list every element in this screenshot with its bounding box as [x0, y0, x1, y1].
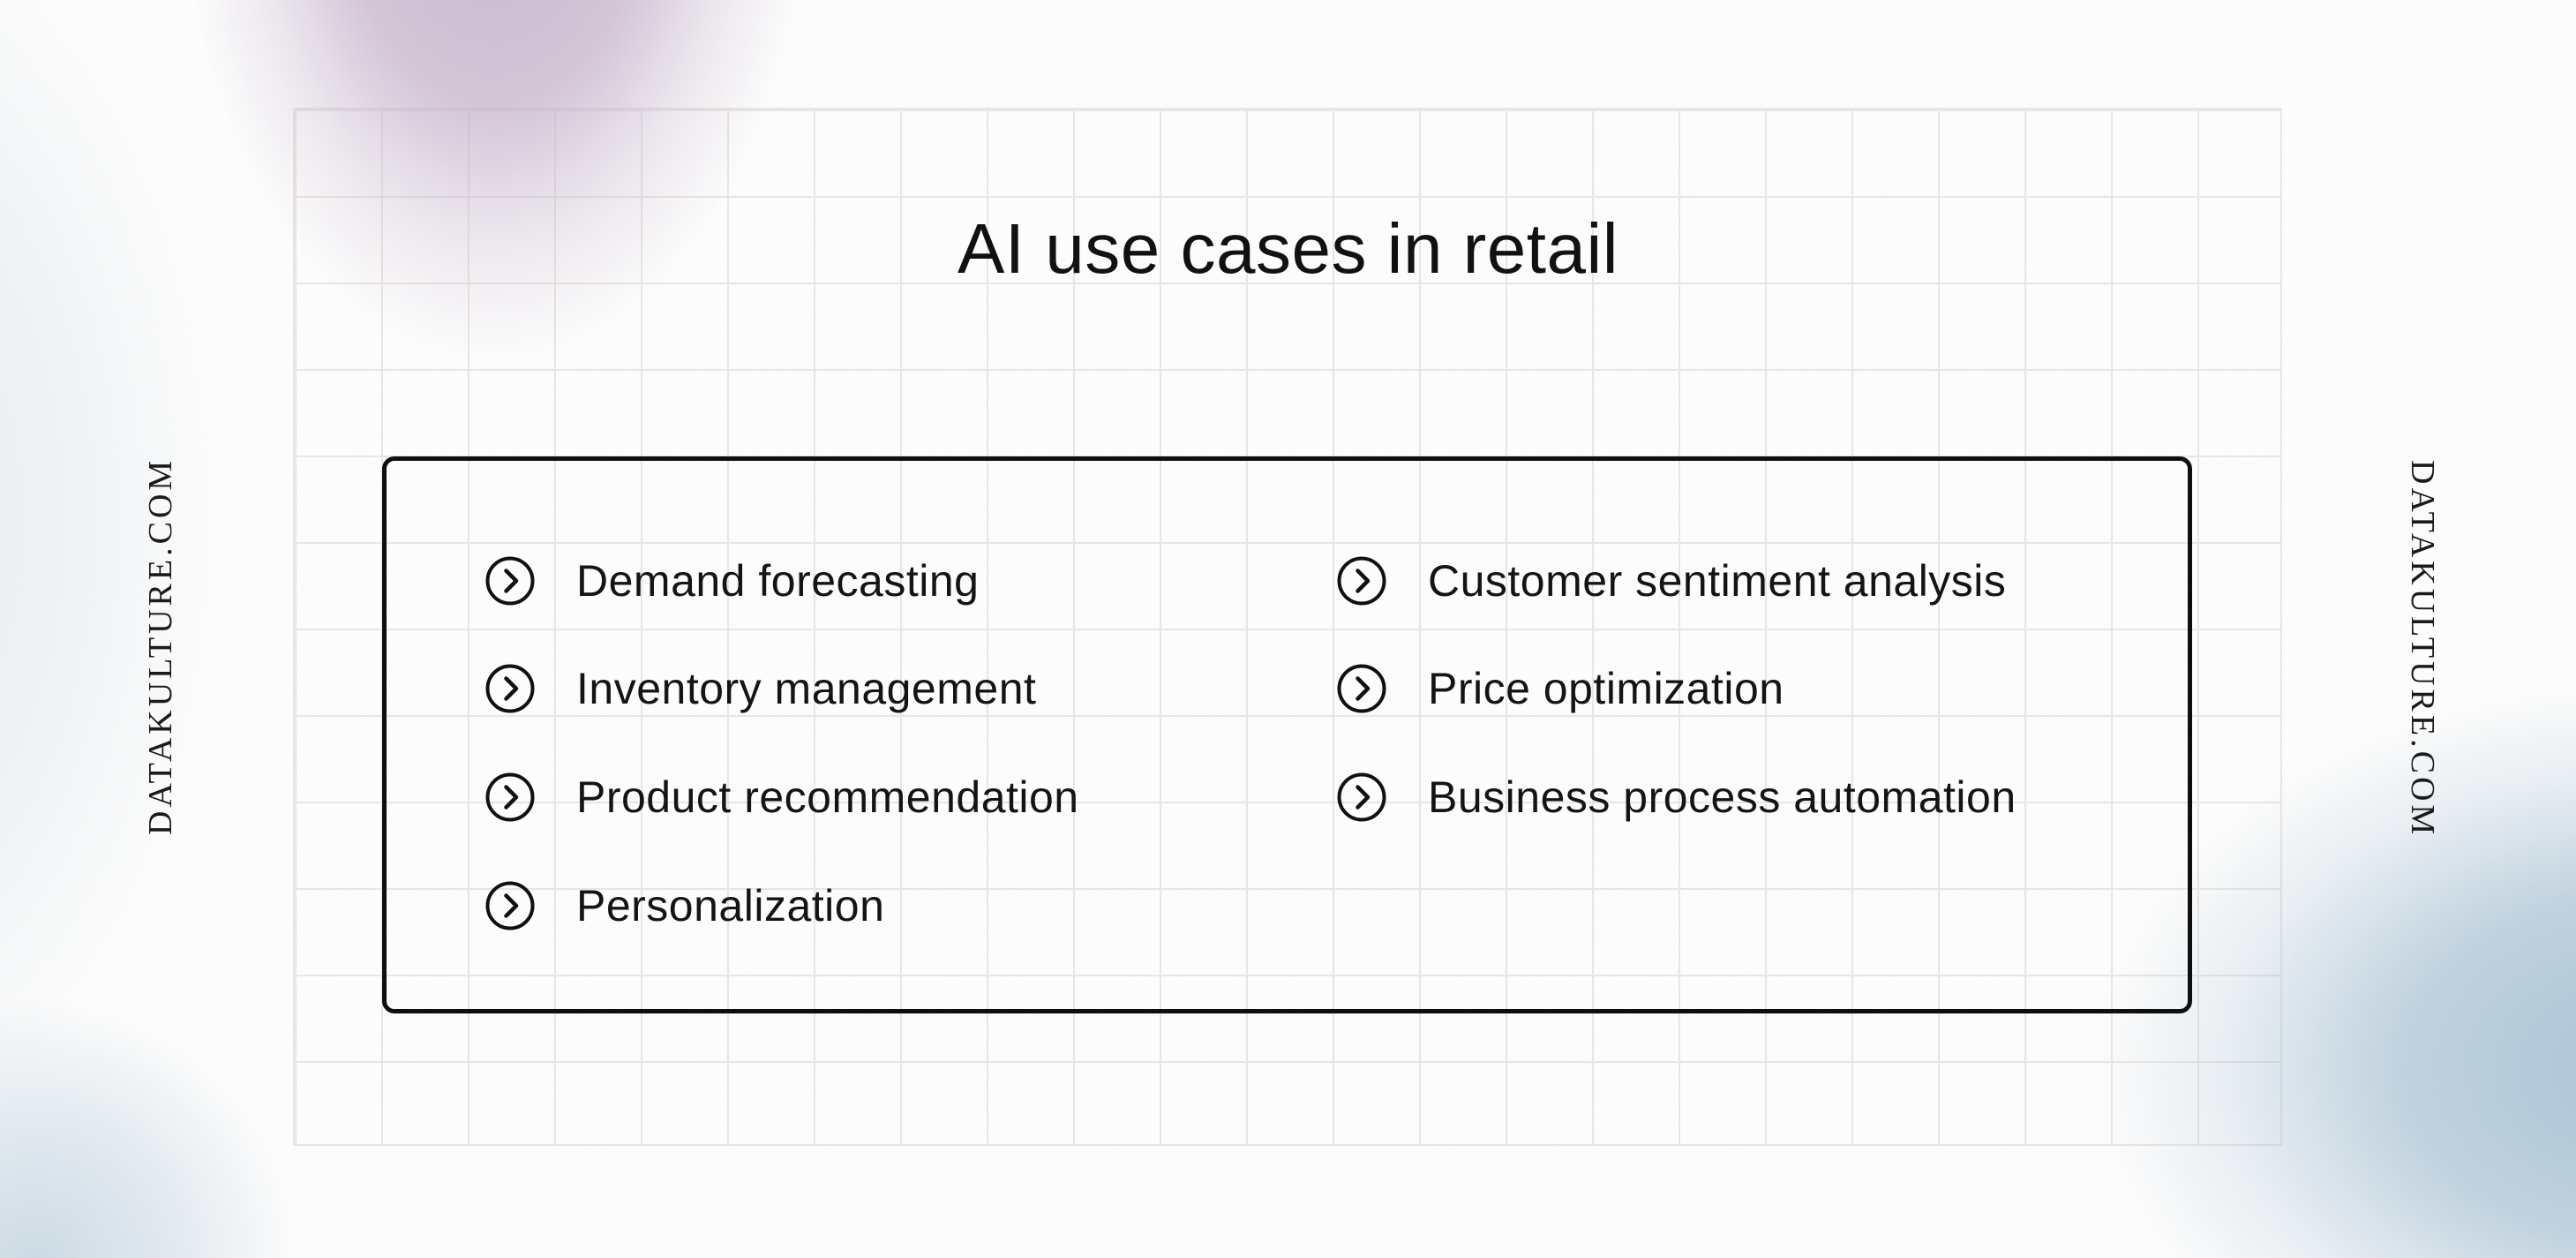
- use-case-label: Product recommendation: [576, 772, 1079, 822]
- use-case-item: Price optimization: [1337, 661, 1784, 716]
- use-case-item: Business process automation: [1337, 770, 2016, 825]
- chevron-right-circle-icon: [485, 772, 535, 822]
- chevron-right-circle-icon: [485, 556, 535, 606]
- left-edge-tint: [0, 0, 229, 1165]
- use-case-label: Customer sentiment analysis: [1428, 556, 2007, 606]
- watermark-right: DATAKULTURE.COM: [2404, 459, 2441, 839]
- use-case-label: Demand forecasting: [576, 556, 980, 606]
- chevron-right-circle-icon: [1337, 772, 1386, 822]
- bottom-left-blue-blob: [0, 998, 300, 1258]
- use-case-item: Inventory management: [485, 661, 1036, 716]
- chevron-right-circle-icon: [1337, 664, 1386, 713]
- watermark-left: DATAKULTURE.COM: [142, 456, 179, 836]
- use-case-label: Business process automation: [1428, 772, 2016, 822]
- use-case-label: Price optimization: [1428, 664, 1784, 713]
- chevron-right-circle-icon: [485, 664, 535, 713]
- use-case-label: Personalization: [576, 881, 885, 930]
- use-case-label: Inventory management: [576, 664, 1037, 713]
- chevron-right-circle-icon: [1337, 556, 1386, 606]
- use-case-item: Product recommendation: [485, 770, 1079, 825]
- use-case-item: Customer sentiment analysis: [1337, 554, 2006, 608]
- chevron-right-circle-icon: [485, 881, 535, 930]
- use-case-item: Demand forecasting: [485, 554, 979, 608]
- page-title: AI use cases in retail: [957, 209, 1619, 288]
- use-case-item: Personalization: [485, 878, 884, 933]
